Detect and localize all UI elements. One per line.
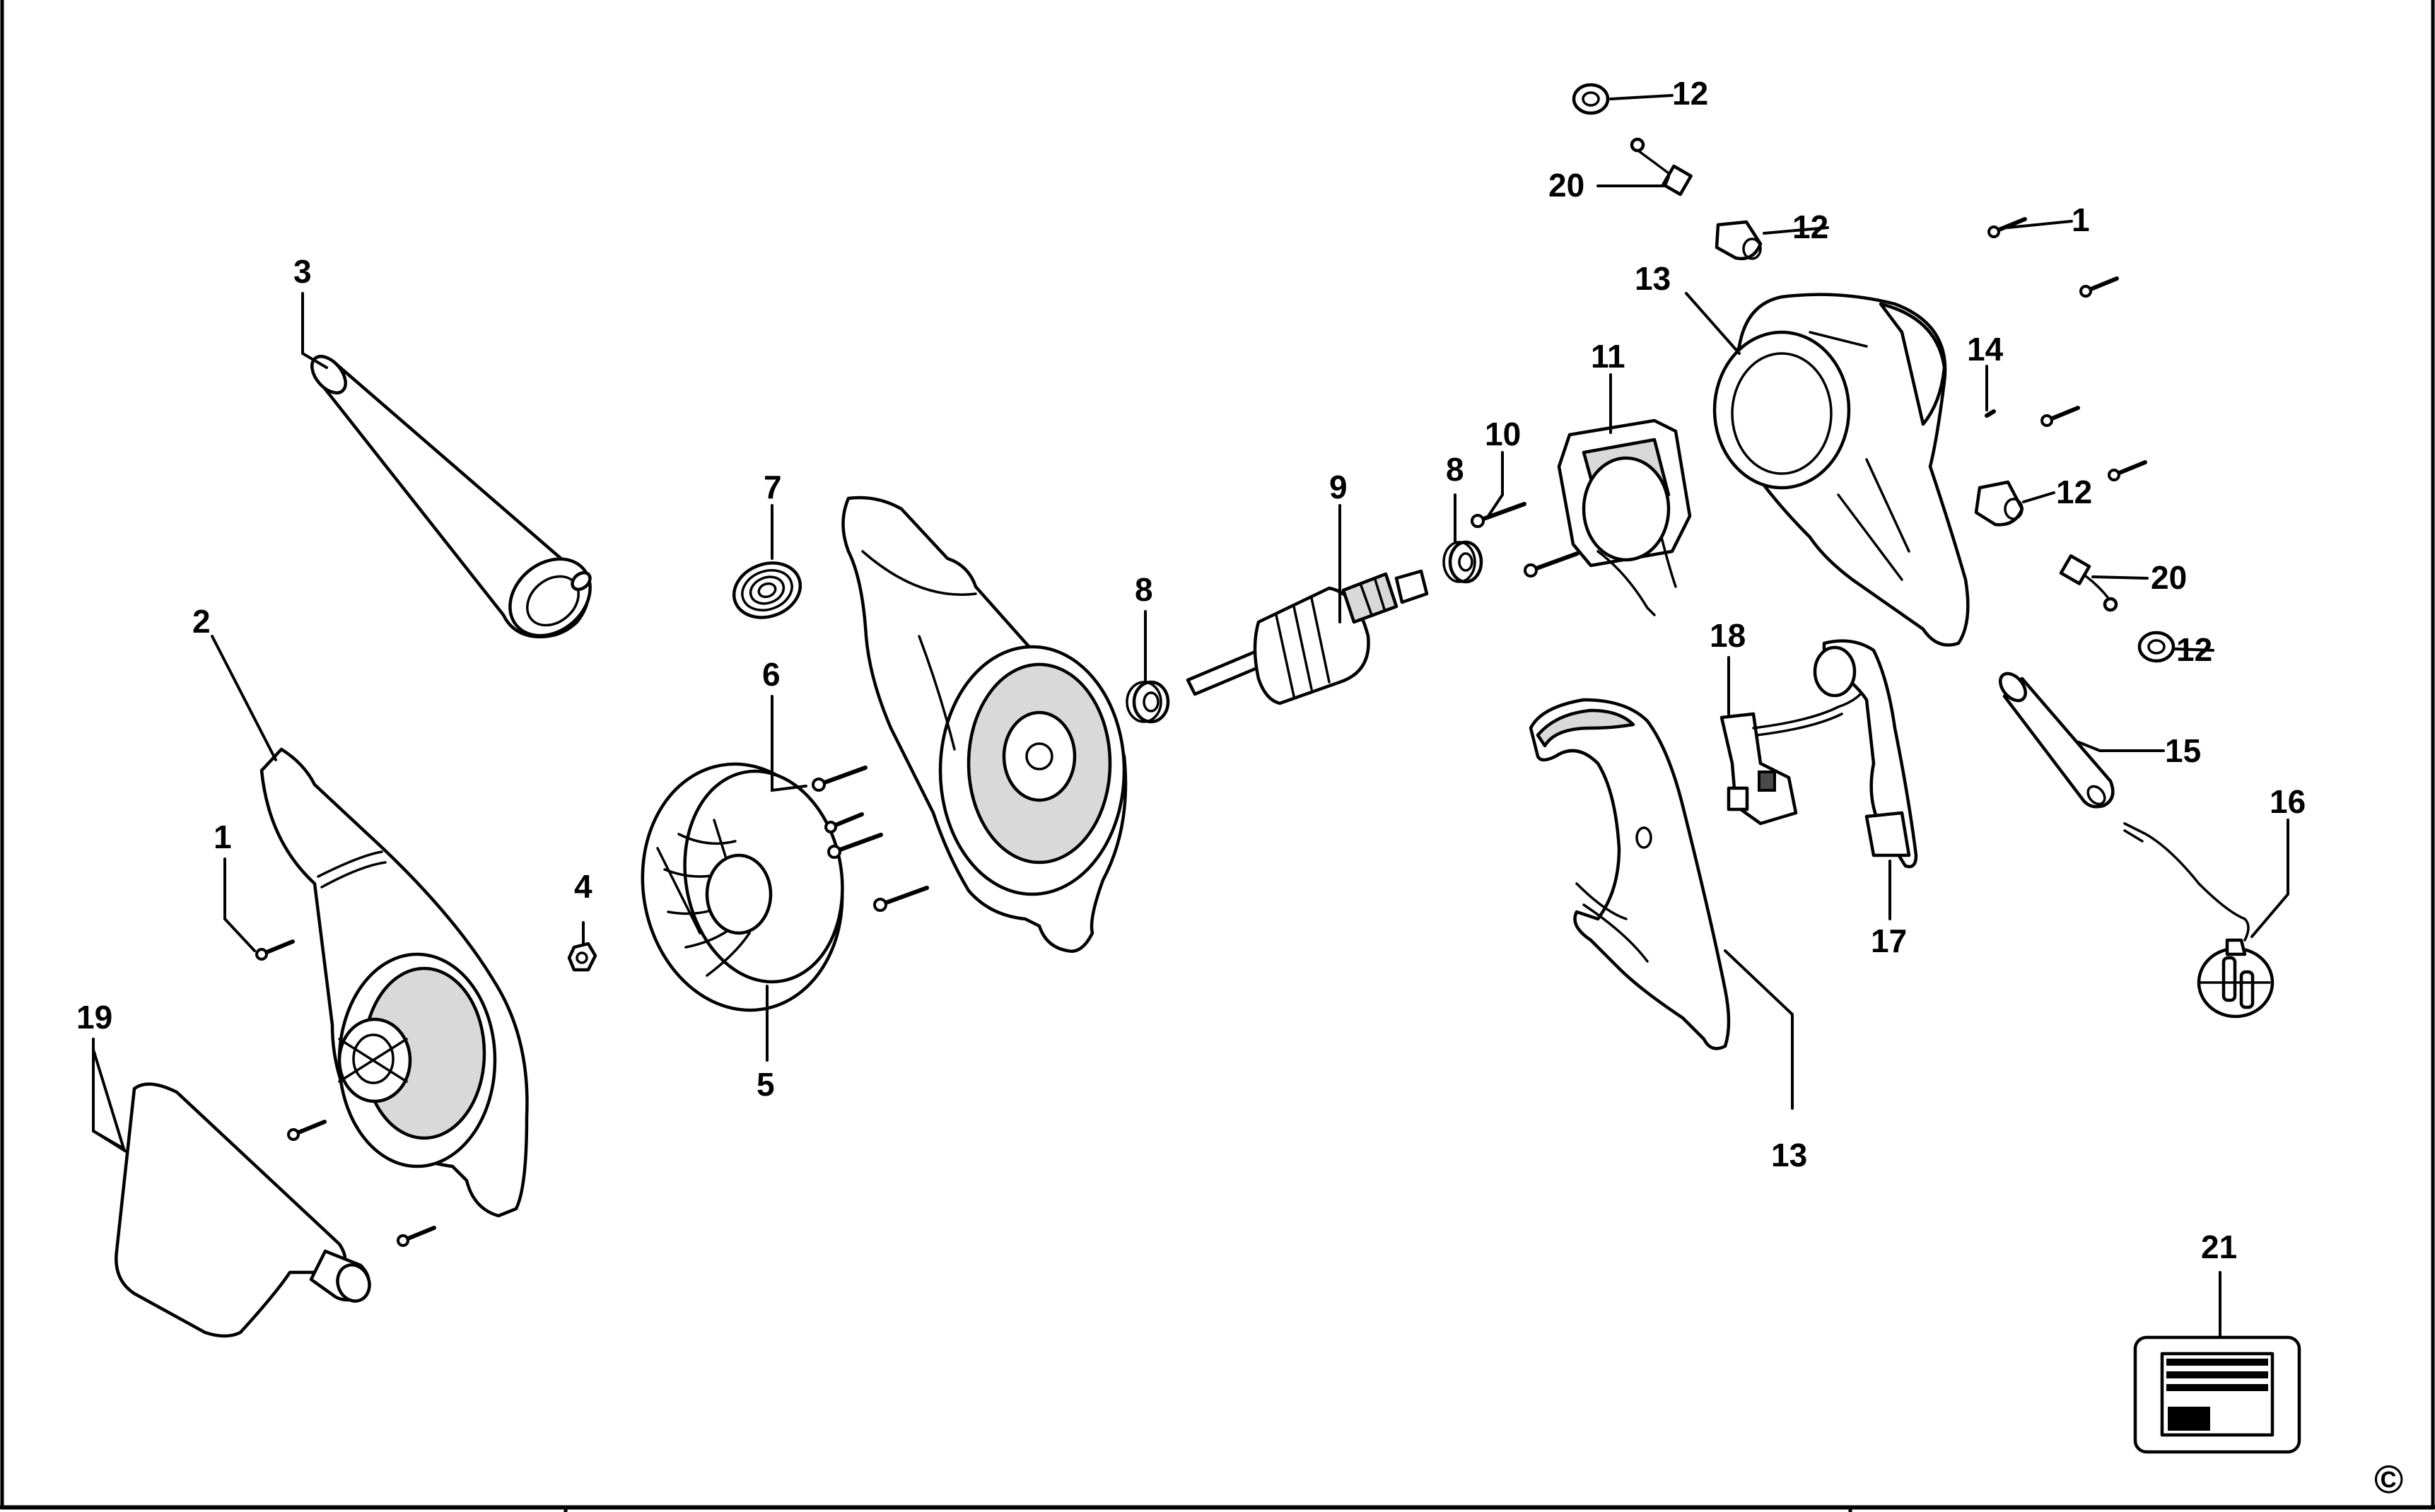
part-9-armature [1186, 569, 1429, 705]
part-16-cord-plug [2123, 822, 2275, 1019]
label-part-19: 19 [76, 999, 112, 1036]
label-part-15: 15 [2165, 732, 2201, 769]
screw-icon [826, 814, 862, 832]
screw-icon [2081, 279, 2117, 296]
part-11-stator [1557, 418, 1692, 616]
label-part-17: 17 [1871, 922, 1907, 959]
label-part-5: 5 [757, 1066, 775, 1103]
part-13-rear-housing [1712, 293, 1970, 647]
screw-icon [2042, 408, 2078, 426]
screw-icon [288, 1122, 325, 1139]
label-part-12: 12 [2176, 631, 2212, 668]
part-12-holder-top [1715, 220, 1763, 261]
label-part-12: 12 [1672, 75, 1708, 112]
part-15-cord-guard [1999, 672, 2115, 809]
label-part-8: 8 [1135, 571, 1153, 608]
label-part-21: 21 [2201, 1229, 2237, 1265]
screw-icon [813, 768, 865, 790]
label-part-4: 4 [574, 868, 592, 905]
part-14-small-screw [1985, 409, 1996, 418]
part-18-switch [1719, 684, 1868, 826]
screw-icon [2109, 462, 2145, 480]
label-part-1: 1 [214, 819, 232, 855]
label-part-8: 8 [1446, 451, 1464, 488]
part-8-bearing-rear [1442, 540, 1483, 584]
part-2-blower-housing [259, 747, 529, 1218]
label-part-13: 13 [1771, 1137, 1807, 1173]
part-20-brush-right [2059, 554, 2118, 612]
label-part-16: 16 [2270, 783, 2306, 820]
part-12-cap-top [1572, 83, 1610, 115]
label-part-2: 2 [192, 603, 211, 640]
label-part-11: 11 [1591, 338, 1625, 375]
part-12-cap-right [2137, 631, 2176, 663]
label-part-12: 12 [1792, 209, 1828, 245]
label-part-7: 7 [764, 469, 782, 505]
part-7-grille [732, 561, 802, 619]
label-part-14: 14 [1967, 331, 2004, 368]
screw-icon [1472, 504, 1524, 527]
leader-lines [92, 94, 2289, 1337]
part-20-brush-top [1630, 137, 1693, 197]
label-part-1: 1 [2072, 201, 2090, 238]
part-8-bearing-front [1126, 680, 1170, 724]
part-4-nut [567, 942, 597, 972]
label-part-12: 12 [2056, 474, 2092, 510]
label-part-6: 6 [762, 656, 781, 693]
screw-icon [257, 942, 293, 959]
copyright-icon: © [2374, 1457, 2403, 1501]
part-19-dust-bag [115, 1082, 371, 1338]
label-part-3: 3 [293, 253, 312, 290]
screws-right [1985, 219, 2145, 480]
label-part-20: 20 [1548, 167, 1584, 204]
part-number-labels: 3 2 1 19 4 6 7 5 8 9 8 10 11 12 20 12 13… [76, 75, 2306, 1265]
screw-icon [398, 1228, 434, 1246]
label-part-18: 18 [1710, 617, 1746, 654]
part-21-label-plate [2133, 1335, 2301, 1454]
part-17-handle-half [1813, 639, 1918, 869]
label-part-9: 9 [1329, 469, 1348, 505]
part-5-fan [641, 762, 844, 1012]
screw-icon [1525, 553, 1577, 576]
part-12-holder-right [1974, 480, 2024, 527]
label-part-20: 20 [2151, 559, 2187, 596]
part-center-housing [841, 496, 1128, 953]
part-3-blower-tube [310, 355, 592, 638]
label-part-10: 10 [1485, 416, 1521, 452]
screw-icon [875, 888, 927, 910]
part-13-handle-shell [1529, 698, 1731, 1050]
label-part-13: 13 [1635, 260, 1671, 297]
screw-icon [829, 835, 881, 857]
